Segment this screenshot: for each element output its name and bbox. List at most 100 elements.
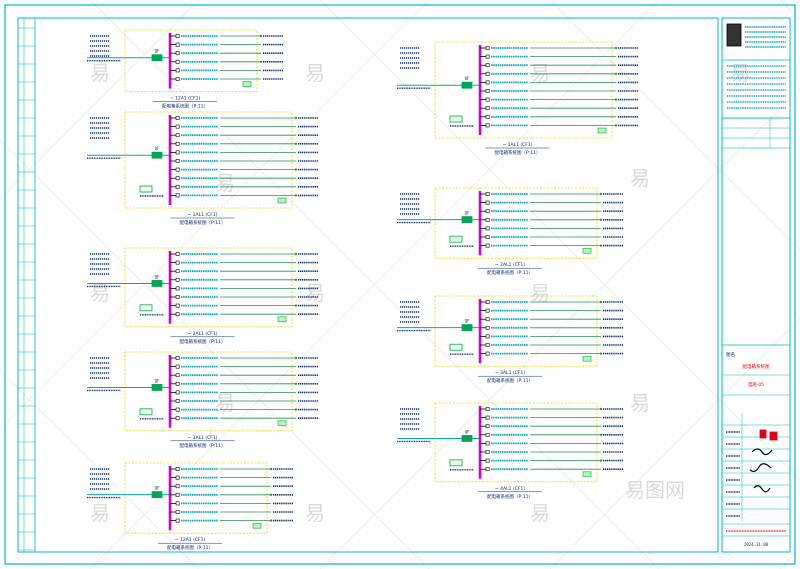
feeder-breaker (485, 54, 490, 59)
main-breaker-label: QF (155, 274, 160, 279)
feeder-breaker (175, 260, 180, 265)
circuit-end-node (294, 252, 298, 256)
feeder-breaker (485, 235, 490, 239)
main-breaker-symbol (461, 435, 473, 442)
feeder-breaker (175, 34, 180, 38)
feeder-breaker (175, 416, 180, 421)
feeder-breaker (175, 51, 180, 56)
panel-enclosure (124, 351, 293, 432)
circuit-end-node (599, 218, 603, 221)
outer-border (4, 4, 796, 565)
handwritten-signature (751, 448, 773, 456)
feeder-breaker (175, 475, 180, 480)
main-breaker-symbol (151, 384, 163, 391)
main-breaker-label: QF (155, 486, 160, 491)
feeder-breaker (175, 277, 180, 282)
watermark-glyph: 易 (215, 171, 235, 195)
panel-enclosure (434, 41, 613, 139)
feeder-breaker (485, 458, 490, 463)
circuit-end-node (614, 46, 618, 50)
circuit-end-node (294, 304, 298, 307)
handwritten-signature (749, 463, 772, 473)
watermark-glyph: 易 (630, 391, 650, 415)
feeder-breaker (485, 71, 490, 76)
feeder-breaker (485, 106, 490, 111)
panel-caption-sub: 配电箱系统图（P:11） (180, 338, 226, 345)
circuit-end-node (294, 356, 298, 360)
feeder-breaker (485, 89, 490, 93)
watermark-glyph: 易 (530, 61, 550, 85)
feeder-breaker (485, 450, 490, 454)
feeder-breaker (485, 432, 490, 437)
main-breaker-label: QF (155, 49, 160, 54)
circuit-end-node (294, 194, 298, 197)
watermark-glyph: 易 (215, 391, 235, 415)
circuit-end-node (614, 124, 618, 127)
circuit-end-node (599, 352, 603, 355)
watermark-glyph: 易 (530, 281, 550, 305)
feeder-breaker (485, 209, 490, 214)
panel-caption-sub: 配电箱系统图（P:11） (162, 103, 208, 110)
feeder-breaker (175, 303, 180, 308)
watermark-diagonal (319, 88, 800, 569)
spd-symbol (449, 235, 463, 243)
feeder-breaker (175, 42, 180, 47)
spd-symbol (139, 408, 153, 416)
circuit-end-node (294, 142, 298, 145)
feeder-breaker (175, 510, 180, 514)
spare-circuit-marker (582, 355, 592, 362)
sheet-number-text: 电施-05 (748, 381, 764, 388)
feeder-breaker (175, 295, 180, 299)
feeder-breaker (175, 150, 180, 155)
main-breaker-label: QF (465, 319, 470, 324)
revision-table (721, 117, 791, 149)
feeder-breaker (175, 167, 180, 172)
watermark-glyph: 易 (305, 61, 325, 85)
main-breaker-symbol (461, 81, 473, 89)
main-breaker-symbol (461, 324, 473, 331)
circuit-end-node (599, 192, 603, 196)
circuit-end-node (599, 300, 603, 304)
main-breaker-symbol (151, 280, 163, 287)
circuit-end-node (614, 98, 618, 101)
feeder-breaker (175, 141, 180, 146)
panel-enclosure (124, 29, 258, 92)
feeder-breaker (175, 176, 180, 181)
feeder-breaker (175, 159, 180, 163)
panel-caption-main: ~ 4AL1 (CF1) (495, 486, 525, 492)
panel-caption-main: ~ 1AL1 (CF1) (187, 212, 217, 218)
circuit-end-node (259, 34, 263, 38)
watermark-glyph: 易 (90, 61, 110, 85)
feeder-breaker (175, 312, 180, 317)
panel-L2: QF~ 1AL1 (CF1)配电箱系统图（P:11） (87, 111, 318, 226)
feeder-breaker (485, 226, 490, 231)
spare-circuit-marker (277, 316, 287, 323)
panel-diagrams: QF~ 12A1 (CF1)配电箱系统图（P:11）QF~ 1AL1 (CF1)… (87, 29, 638, 551)
panel-L1: QF ~ 12A1 (CF1)配电箱系统图（P:11） (87, 29, 283, 110)
feeder-breaker (485, 407, 490, 411)
feeder-breaker (485, 46, 490, 50)
watermark-diagonal (549, 0, 800, 251)
panel-caption-sub: 配电箱系统图（P:11） (180, 442, 226, 449)
watermark-diagonal (549, 318, 800, 569)
feeder-breaker (175, 286, 180, 291)
watermark-glyph: 易 (90, 501, 110, 525)
watermark-glyph: 易 (530, 501, 550, 525)
feeder-breaker (485, 97, 490, 102)
feeder-breaker (175, 133, 180, 138)
feeder-breaker (485, 123, 490, 128)
spare-circuit-marker (582, 471, 592, 478)
panel-caption-sub: 配电箱系统图（P:11） (180, 219, 226, 226)
panel-enclosure (434, 295, 598, 367)
spd-symbol (449, 459, 463, 467)
circuit-end-node (599, 326, 603, 329)
red-stamp-icon (759, 429, 767, 439)
spd-symbol (139, 185, 153, 193)
circuit-end-node (599, 433, 603, 436)
feeder-breaker (175, 116, 180, 120)
feeder-breaker (485, 467, 490, 472)
watermark-diagonal (89, 0, 660, 569)
feeder-breaker (485, 200, 490, 205)
panel-caption-main: ~ 12A1 (CF1) (170, 96, 201, 102)
